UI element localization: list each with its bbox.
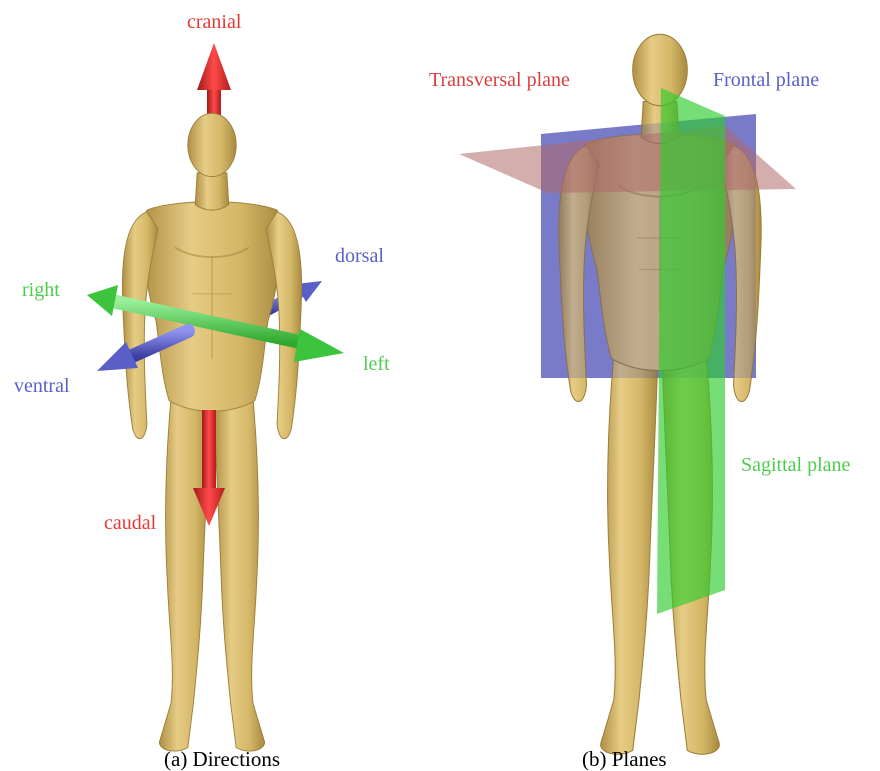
label-ventral: ventral	[14, 376, 70, 396]
label-transversal-plane: Transversal plane	[429, 70, 570, 90]
label-dorsal: dorsal	[335, 246, 384, 266]
sagittal-plane	[657, 88, 725, 614]
label-right: right	[22, 280, 60, 300]
caption-directions: (a) Directions	[164, 749, 280, 770]
label-left: left	[363, 354, 390, 374]
cranial-arrow	[197, 43, 231, 115]
label-cranial: cranial	[187, 12, 241, 32]
label-sagittal-plane: Sagittal plane	[741, 455, 850, 475]
label-frontal-plane: Frontal plane	[713, 70, 819, 90]
label-caudal: caudal	[104, 513, 156, 533]
directions-panel	[87, 43, 344, 751]
caption-planes: (b) Planes	[582, 749, 667, 770]
planes-panel	[459, 34, 796, 754]
